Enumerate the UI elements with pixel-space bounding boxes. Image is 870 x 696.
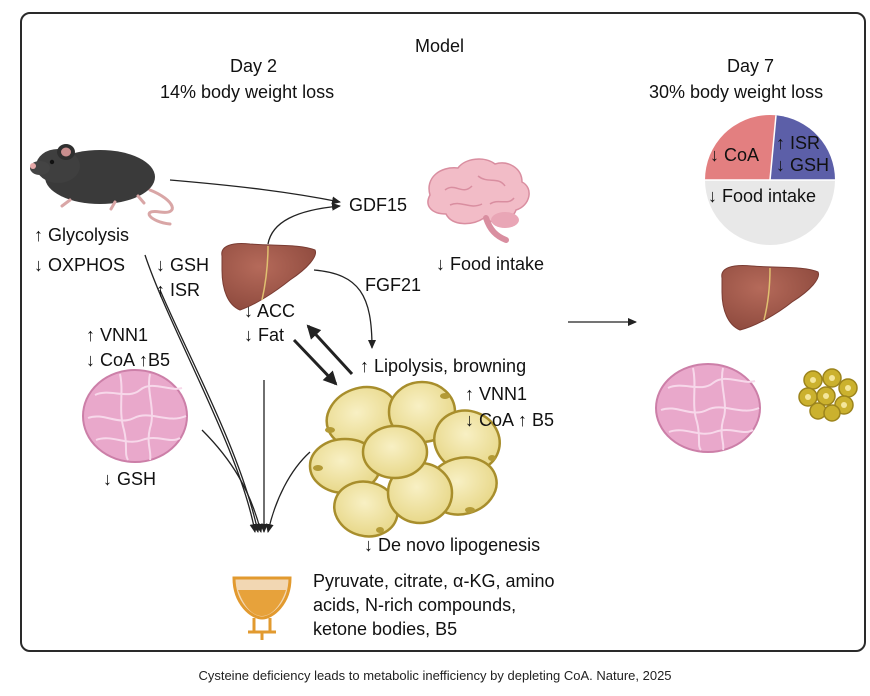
arrow-liver-to-fat (292, 338, 338, 386)
arrow-fat-urine (265, 451, 311, 533)
gdf15-label: GDF15 (349, 195, 408, 215)
arrow-liver-fgf21 (313, 269, 376, 349)
bladder-icon (232, 576, 292, 640)
bold-arrows (292, 324, 354, 386)
muscle-vnn1-label: ↑ VNN1 (86, 325, 149, 345)
day2-title: Day 2 (230, 56, 278, 76)
pie-label-food-intake: ↓ Food intake (708, 186, 817, 206)
fgf21-label: FGF21 (365, 275, 422, 295)
liver-icon (221, 243, 317, 311)
urine-metabolites-line3: ketone bodies, B5 (313, 619, 458, 639)
pie-chart (705, 115, 835, 245)
pie-slice-isr-gsh (770, 115, 835, 180)
adipose-icon (308, 380, 501, 538)
arrow-liver-gdf15 (267, 202, 341, 245)
adipose-lipogenesis-label: ↓ De novo lipogenesis (364, 535, 541, 555)
arrow-liver-urine-a (159, 289, 261, 533)
mouse-icon (30, 144, 174, 226)
arrow-mouse-gdf15 (169, 179, 341, 205)
pie-slice-food-intake (705, 180, 835, 245)
fat-cluster-day7-icon (798, 368, 858, 422)
day2-subtitle: 14% body weight loss (160, 82, 335, 102)
pie-label-coa: ↓ CoA (710, 145, 760, 165)
brain-icon (427, 158, 530, 243)
adipose-lipolysis-label: ↑ Lipolysis, browning (360, 356, 527, 376)
muscle-coa-b5-label: ↓ CoA ↑B5 (86, 350, 171, 370)
liver-fat-label: ↓ Fat (244, 325, 285, 345)
day7-title: Day 7 (727, 56, 775, 76)
arrows (144, 179, 637, 533)
diagram-frame (20, 12, 866, 652)
pie-label-isr: ↑ ISR (776, 133, 821, 153)
adipose-coa-b5-label: ↓ CoA ↑ B5 (465, 410, 555, 430)
brain-food-intake-label: ↓ Food intake (436, 254, 545, 274)
liver-day7-icon (721, 265, 820, 331)
adipose-nuclei (313, 393, 496, 533)
mouse-glycolysis-label: ↑ Glycolysis (34, 225, 130, 245)
mouse-oxphos-label: ↓ OXPHOS (34, 255, 126, 275)
urine-metabolites-line2: acids, N-rich compounds, (313, 595, 517, 615)
day7-subtitle: 30% body weight loss (649, 82, 824, 102)
liver-acc-label: ↓ ACC (244, 301, 296, 321)
liver-isr-label: ↑ ISR (156, 280, 201, 300)
muscle-day7-icon (655, 363, 761, 453)
arrow-mouse-urine (144, 254, 258, 533)
figure-caption: Cysteine deficiency leads to metabolic i… (198, 668, 672, 683)
urine-metabolites-line1: Pyruvate, citrate, α-KG, amino (313, 571, 555, 591)
diagram-title: Model (415, 36, 465, 56)
arrow-muscle-urine (201, 429, 263, 533)
muscle-gsh-label: ↓ GSH (103, 469, 157, 489)
pie-label-gsh: ↓ GSH (776, 155, 830, 175)
adipose-vnn1-label: ↑ VNN1 (465, 384, 528, 404)
liver-gsh-label: ↓ GSH (156, 255, 210, 275)
pie-slice-coa (705, 115, 770, 180)
arrow-fat-to-liver (306, 324, 354, 376)
muscle-icon (82, 369, 188, 463)
